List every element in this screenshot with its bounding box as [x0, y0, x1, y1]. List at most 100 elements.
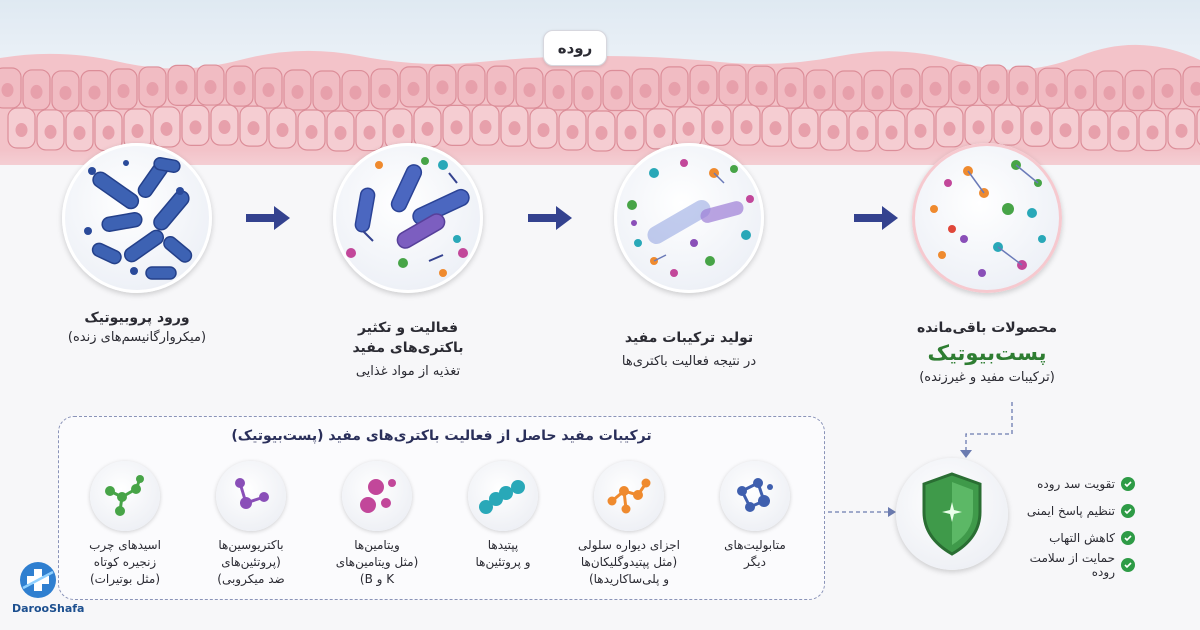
compounds-icon: [627, 159, 754, 277]
cell-nucleus: [552, 85, 565, 100]
cell-nucleus: [334, 125, 347, 140]
cell-nucleus: [871, 85, 884, 100]
benefit-label: تنظیم پاسخ ایمنی: [1026, 503, 1115, 518]
item-label: (مثل بوتیرات): [89, 572, 161, 586]
stage-2-caption: فعالیت و تکثیر باکتری‌های مفید تغذیه از …: [293, 318, 523, 382]
stage-1-subtitle: (میکروارگانیسم‌های زنده): [67, 330, 207, 345]
item-label: ویتامین‌ها: [354, 538, 400, 552]
cell-nucleus: [914, 123, 927, 138]
cell-nucleus: [1146, 125, 1159, 140]
postbiotic-highlight: پست‌بیوتیک: [927, 341, 1047, 365]
bacteriocins-icon: [235, 478, 269, 509]
arrow-right-icon: [246, 206, 290, 230]
cell-wall-icon: [607, 478, 651, 514]
stage-1-title: ورود پروبیوتیک: [84, 310, 190, 326]
cell-nucleus: [726, 80, 739, 95]
cell-nucleus: [160, 121, 173, 136]
cell-nucleus: [73, 125, 86, 140]
postbiotic-circle: [912, 143, 1062, 293]
item-vitamins: ویتامین‌ها (مثل ویتامین‌های K و B): [317, 461, 437, 588]
cell-nucleus: [972, 120, 985, 135]
cell-nucleus: [653, 123, 666, 138]
stage-1-caption: ورود پروبیوتیک (میکروارگانیسم‌های زنده): [22, 308, 252, 348]
stage-2-subtitle: تغذیه از مواد غذایی: [355, 364, 461, 379]
shield-icon: [922, 472, 982, 556]
cell-nucleus: [320, 85, 333, 100]
cell-nucleus: [856, 125, 869, 140]
stage-4-caption: محصولات باقی‌مانده پست‌بیوتیک (ترکیبات م…: [872, 318, 1102, 388]
item-label: K و B): [359, 572, 395, 586]
cell-nucleus: [1088, 125, 1101, 140]
cell-nucleus: [523, 83, 536, 98]
brand-logo-icon: [20, 562, 56, 598]
item-label: (مثل پپتیدوگلیکان‌ها: [580, 555, 678, 569]
check-icon: [1121, 476, 1135, 491]
cell-nucleus: [15, 123, 28, 137]
check-icon: [1121, 503, 1135, 518]
cell-nucleus: [508, 121, 521, 136]
probiotic-bacteria-icon: [84, 157, 193, 280]
stage-2-title-2: باکتری‌های مفید: [352, 340, 464, 356]
cell-nucleus: [885, 125, 898, 140]
cell-nucleus: [769, 121, 782, 136]
cell-nucleus: [363, 125, 376, 140]
cell-nucleus: [755, 81, 768, 96]
cell-nucleus: [131, 124, 144, 139]
item-label: ضد میکروبی): [217, 572, 285, 586]
cell-nucleus: [929, 81, 942, 96]
epithelial-cell: [1196, 108, 1200, 146]
item-cell-wall: اجزای دیواره سلولی (مثل پپتیدوگلیکان‌ها و …: [569, 461, 689, 588]
cell-nucleus: [175, 80, 188, 95]
cell-nucleus: [624, 125, 637, 140]
cell-nucleus: [1, 83, 14, 97]
cell-nucleus: [305, 124, 318, 139]
cell-nucleus: [900, 83, 913, 98]
cell-nucleus: [610, 85, 623, 100]
item-label: اسیدهای چرب: [89, 538, 161, 552]
item-label: (پروتئین‌های: [221, 555, 281, 569]
cell-nucleus: [1103, 85, 1116, 100]
peptides-icon: [479, 480, 525, 514]
cell-nucleus: [682, 121, 695, 136]
check-icon: [1121, 557, 1135, 572]
cell-nucleus: [595, 125, 608, 140]
item-label: و پلی‌ساکاریدها): [588, 572, 670, 586]
cell-nucleus: [117, 84, 130, 99]
arrow-right-icon: [528, 206, 572, 230]
check-icon: [1121, 530, 1135, 545]
cell-nucleus: [987, 80, 1000, 95]
cell-nucleus: [436, 80, 449, 95]
cell-nucleus: [479, 120, 492, 135]
cell-nucleus: [1074, 85, 1087, 100]
cell-nucleus: [958, 80, 971, 95]
shield-circle: [896, 458, 1008, 570]
postbiotic-molecules-icon: [930, 160, 1046, 277]
cell-nucleus: [204, 80, 217, 95]
cell-nucleus: [276, 123, 289, 138]
connector-arrow: [828, 402, 1013, 517]
cell-nucleus: [1001, 120, 1014, 135]
benefit-label: تقویت سد روده: [1037, 476, 1115, 491]
cell-nucleus: [740, 120, 753, 135]
probiotic-entry-circle: [62, 143, 212, 293]
gut-wall: روده: [0, 0, 1200, 220]
cell-nucleus: [247, 121, 260, 136]
benefit-item: کاهش التهاب: [1005, 524, 1135, 551]
item-label: اجزای دیواره سلولی: [578, 538, 680, 552]
cell-nucleus: [494, 81, 507, 96]
fatty-acids-icon: [105, 475, 144, 516]
item-label: دیگر: [744, 555, 766, 569]
cell-nucleus: [392, 123, 405, 138]
benefit-item: حمایت از سلامت روده: [1005, 551, 1135, 579]
benefit-item: تنظیم پاسخ ایمنی: [1005, 497, 1135, 524]
active-bacteria-icon: [346, 157, 470, 277]
cell-nucleus: [1016, 81, 1029, 96]
cell-nucleus: [421, 121, 434, 136]
item-label: (مثل ویتامین‌های: [335, 555, 419, 569]
cell-nucleus: [44, 124, 57, 139]
panel-title: ترکیبات مفید حاصل از فعالیت باکتری‌های م…: [231, 428, 652, 444]
stage-4-subtitle: (ترکیبات مفید و غیرزنده): [919, 370, 1055, 385]
cell-nucleus: [218, 120, 231, 135]
